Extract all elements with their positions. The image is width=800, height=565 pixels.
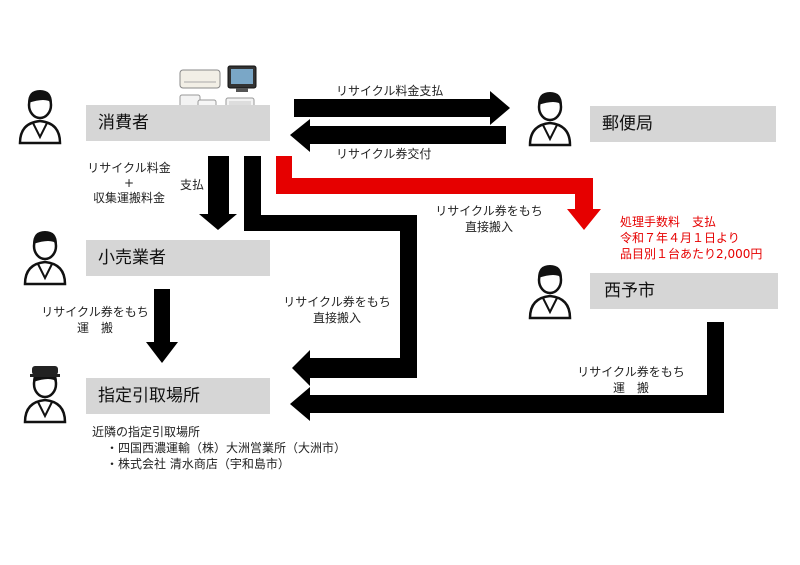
nearby-title: 近隣の指定引取場所: [92, 425, 201, 439]
ticket-issue-label: リサイクル券交付: [336, 147, 432, 161]
arrow-fee-payment: [294, 91, 510, 125]
retailer-person-icon: [23, 229, 67, 286]
city-fee-line-2: 令和７年４月１日より: [620, 231, 740, 245]
consumer-node: 消費者: [86, 105, 270, 141]
to-city-label-2: 直接搬入: [464, 220, 513, 234]
arrow-retailer-to-site: [146, 289, 178, 363]
retailer-carry-label-1: リサイクル券をもち: [41, 305, 149, 319]
designated-site-node: 指定引取場所: [86, 378, 270, 414]
to-city-label-1: リサイクル券をもち: [435, 204, 543, 218]
city-staff-person-icon: [528, 263, 572, 320]
worker-person-icon: [23, 366, 67, 424]
arrow-ticket-issue: [290, 119, 506, 152]
city-carry-label-2: 運 搬: [612, 381, 649, 395]
post-office-node: 郵便局: [590, 106, 776, 142]
air-conditioner-icon: [179, 69, 221, 89]
consumer-pay-label: 支払: [180, 178, 205, 192]
city-fee-line-1: 処理手数料 支払: [620, 215, 717, 229]
consumer-fee-label-1: リサイクル料金: [87, 161, 171, 175]
arrow-consumer-direct-site: [244, 156, 417, 386]
television-icon: [227, 65, 257, 92]
nearby-item-2: ・株式会社 清水商店（宇和島市）: [106, 457, 290, 471]
direct-site-label-1: リサイクル券をもち: [283, 295, 391, 309]
consumer-fee-label-2: 収集運搬料金: [92, 191, 165, 205]
retailer-node: 小売業者: [86, 240, 270, 276]
retailer-carry-label-2: 運 搬: [76, 321, 113, 335]
city-fee-line-3: 品目別１台あたり2,000円: [620, 247, 763, 261]
arrow-city-to-site: [290, 322, 724, 421]
direct-site-label-2: 直接搬入: [312, 311, 361, 325]
city-node: 西予市: [590, 273, 778, 309]
fee-payment-label: リサイクル料金支払: [336, 84, 444, 98]
consumer-fee-plus: +: [123, 176, 135, 190]
consumer-person-icon: [18, 88, 62, 145]
nearby-item-1: ・四国西濃運輸（株）大洲営業所（大洲市）: [106, 441, 347, 455]
arrow-consumer-to-city: [276, 156, 601, 230]
post-office-person-icon: [528, 90, 572, 147]
city-carry-label-1: リサイクル券をもち: [577, 365, 685, 379]
arrow-consumer-to-retailer: [199, 156, 237, 230]
